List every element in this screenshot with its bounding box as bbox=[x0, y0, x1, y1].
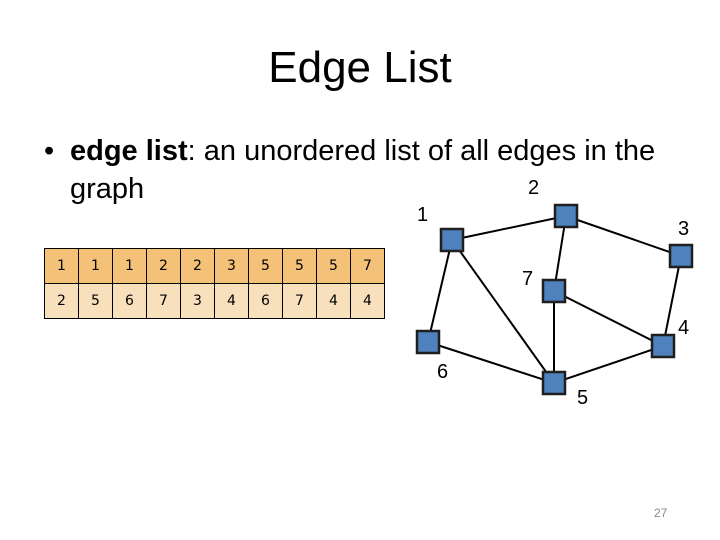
edge-cell: 1 bbox=[78, 248, 113, 284]
graph-node-label-5: 5 bbox=[577, 387, 589, 409]
edge-cell: 4 bbox=[350, 283, 385, 319]
edge-cell: 4 bbox=[316, 283, 351, 319]
edge-cell: 5 bbox=[316, 248, 351, 284]
edge-cell: 5 bbox=[248, 248, 283, 284]
graph-node-7 bbox=[541, 278, 567, 304]
page-number: 27 bbox=[654, 506, 668, 520]
edge-cell: 5 bbox=[282, 248, 317, 284]
edge-list-row-from: 1 1 1 2 2 3 5 5 5 7 bbox=[44, 248, 385, 284]
edge-cell: 1 bbox=[44, 248, 79, 284]
graph-edge-3-4 bbox=[662, 255, 682, 347]
edge-list-table: 1 1 1 2 2 3 5 5 5 7 2 5 6 7 3 4 6 7 4 4 bbox=[44, 248, 385, 319]
edge-cell: 3 bbox=[214, 248, 249, 284]
graph-node-5 bbox=[541, 370, 567, 396]
edge-cell: 7 bbox=[146, 283, 181, 319]
graph-node-label-2: 2 bbox=[528, 177, 540, 199]
graph-node-label-7: 7 bbox=[522, 268, 534, 290]
graph-edge-2-7 bbox=[553, 215, 567, 292]
edge-list-row-to: 2 5 6 7 3 4 6 7 4 4 bbox=[44, 283, 385, 319]
bullet-definition: : an unordered list of all edges in the … bbox=[70, 135, 656, 205]
bullet-term: edge list bbox=[70, 135, 188, 167]
graph-node-label-4: 4 bbox=[678, 317, 690, 339]
edge-cell: 2 bbox=[44, 283, 79, 319]
graph-node-3 bbox=[668, 243, 694, 269]
graph-edge-1-5 bbox=[451, 239, 555, 384]
graph-node-4 bbox=[650, 333, 676, 359]
graph-edge-7-4 bbox=[553, 290, 664, 347]
bullet-mark: • bbox=[44, 135, 55, 167]
graph-node-6 bbox=[415, 329, 441, 355]
edge-cell: 4 bbox=[214, 283, 249, 319]
graph-edge-5-4 bbox=[553, 345, 664, 384]
graph-edge-2-3 bbox=[565, 215, 682, 257]
graph-node-label-1: 1 bbox=[417, 204, 429, 226]
slide-title: Edge List bbox=[268, 43, 452, 92]
edge-cell: 1 bbox=[112, 248, 147, 284]
edge-cell: 7 bbox=[282, 283, 317, 319]
graph-node-label-6: 6 bbox=[437, 361, 449, 383]
graph-node-1 bbox=[439, 227, 465, 253]
graph-edge-1-6 bbox=[427, 239, 453, 343]
edge-cell: 7 bbox=[350, 248, 385, 284]
edge-cell: 6 bbox=[112, 283, 147, 319]
graph-edge-1-2 bbox=[451, 215, 567, 241]
graph-edge-5-6 bbox=[427, 341, 555, 384]
graph-edges bbox=[427, 215, 682, 384]
edge-cell: 5 bbox=[78, 283, 113, 319]
graph-node-label-3: 3 bbox=[678, 218, 690, 240]
graph-node-2 bbox=[553, 203, 579, 229]
graph-nodes bbox=[415, 203, 694, 396]
bullet-text: edge list: an unordered list of all edge… bbox=[70, 132, 690, 208]
